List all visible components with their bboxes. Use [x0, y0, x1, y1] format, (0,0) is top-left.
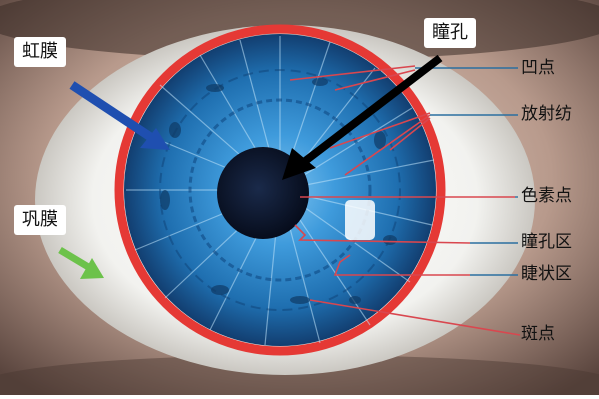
- pupillary-zone-label: 瞳孔区: [521, 234, 572, 251]
- light-reflection: [345, 200, 375, 240]
- ciliary-zone-label: 睫状区: [521, 266, 572, 283]
- sclera-label: 巩膜: [14, 205, 66, 235]
- iris-label: 虹膜: [14, 37, 66, 67]
- freckles-label: 斑点: [521, 326, 555, 343]
- radial-furrows-label: 放射纺: [521, 106, 572, 123]
- pupil-label: 瞳孔: [424, 18, 476, 48]
- pigment-spots-label: 色素点: [521, 188, 572, 205]
- pits-label: 凹点: [521, 60, 555, 77]
